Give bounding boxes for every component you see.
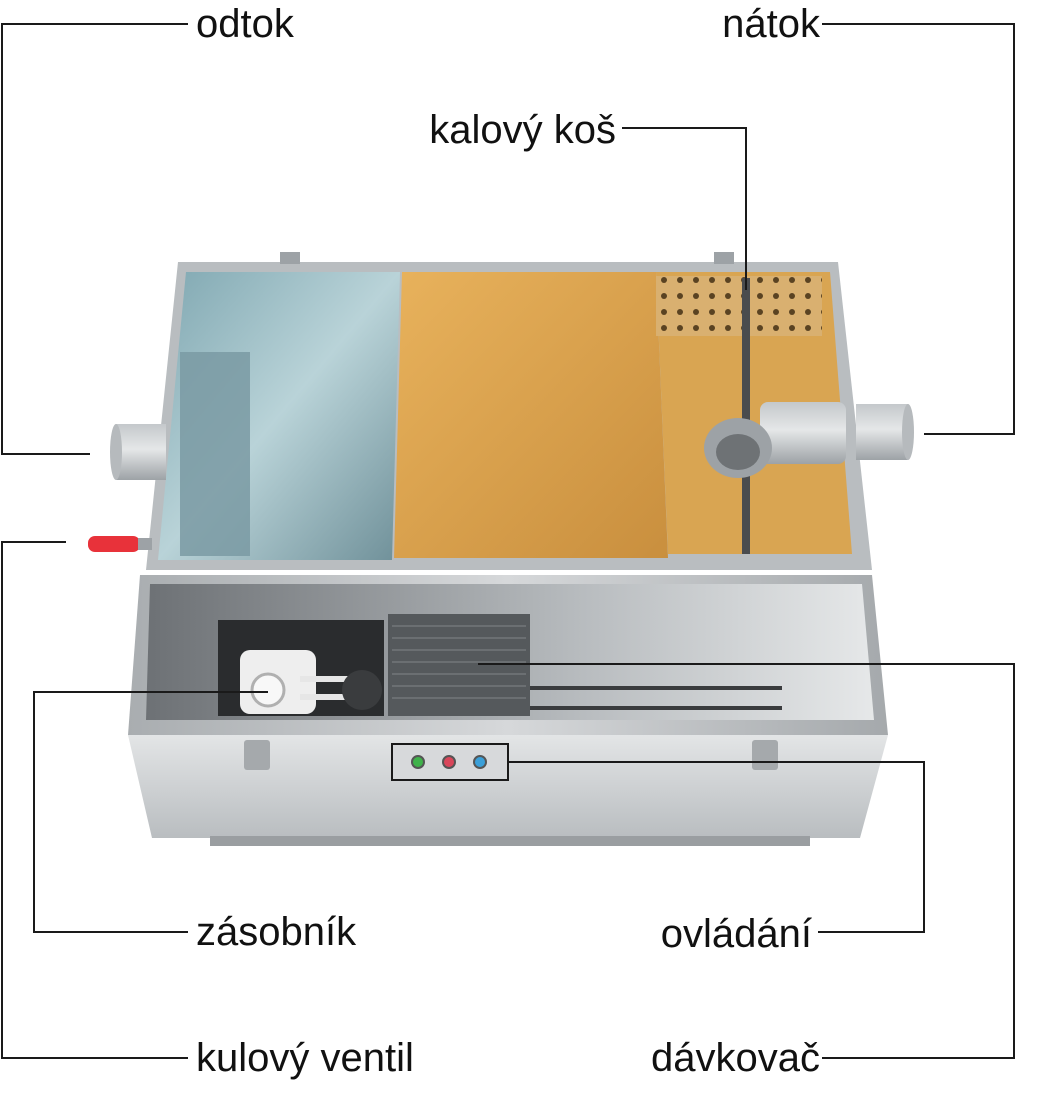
sludge-basket-perforated (656, 276, 822, 336)
label-kalovy-kos: kalový koš (429, 108, 616, 152)
leader-lines (1, 23, 1015, 1059)
dosing-pump (342, 670, 382, 710)
dosing-rail-2 (530, 706, 782, 710)
tank (88, 252, 914, 846)
label-zasobnik: zásobník (196, 910, 357, 954)
outlet-pipe-end (110, 424, 122, 480)
ball-valve-handle (88, 536, 140, 552)
inlet-elbow (760, 402, 846, 464)
label-odtok: odtok (196, 2, 294, 46)
cabinet-base (210, 836, 810, 846)
leader-natok (822, 23, 1015, 435)
latch-top-left (280, 252, 300, 264)
latch-front-right (752, 740, 778, 770)
dosing-unit-ribs (392, 625, 526, 699)
label-davkovac: dávkovač (651, 1036, 820, 1080)
outlet-pipe (116, 424, 166, 480)
grease-section (394, 272, 668, 558)
ball-valve-body (138, 538, 152, 550)
label-natok: nátok (722, 2, 820, 46)
dosing-tube (300, 676, 352, 682)
reservoir-cap (250, 672, 286, 708)
latch-top-right (714, 252, 734, 264)
indicator-green-icon (411, 755, 425, 769)
cabinet-front (128, 735, 888, 838)
indicator-blue-icon (473, 755, 487, 769)
indicator-red-icon (442, 755, 456, 769)
basket-handle (742, 278, 750, 554)
inlet-pipe (856, 404, 908, 460)
leader-ovladani (508, 761, 925, 933)
dosing-tube-2 (300, 694, 352, 700)
latch-front-left (244, 740, 270, 770)
leader-kulovy-ventil (1, 541, 188, 1059)
leader-davkovac (478, 663, 1015, 1059)
baffle-plate (180, 352, 250, 556)
label-ovladani: ovládání (660, 912, 812, 956)
label-kulovy-ventil: kulový ventil (196, 1036, 414, 1080)
leader-zasobnik (33, 691, 268, 933)
inlet-pipe-end (902, 404, 914, 460)
sludge-section (656, 272, 852, 554)
dosing-rail (530, 686, 782, 690)
leader-odtok (1, 23, 188, 455)
leader-kalovy-kos (622, 127, 747, 290)
inlet-elbow-mouth-inner (716, 434, 760, 470)
